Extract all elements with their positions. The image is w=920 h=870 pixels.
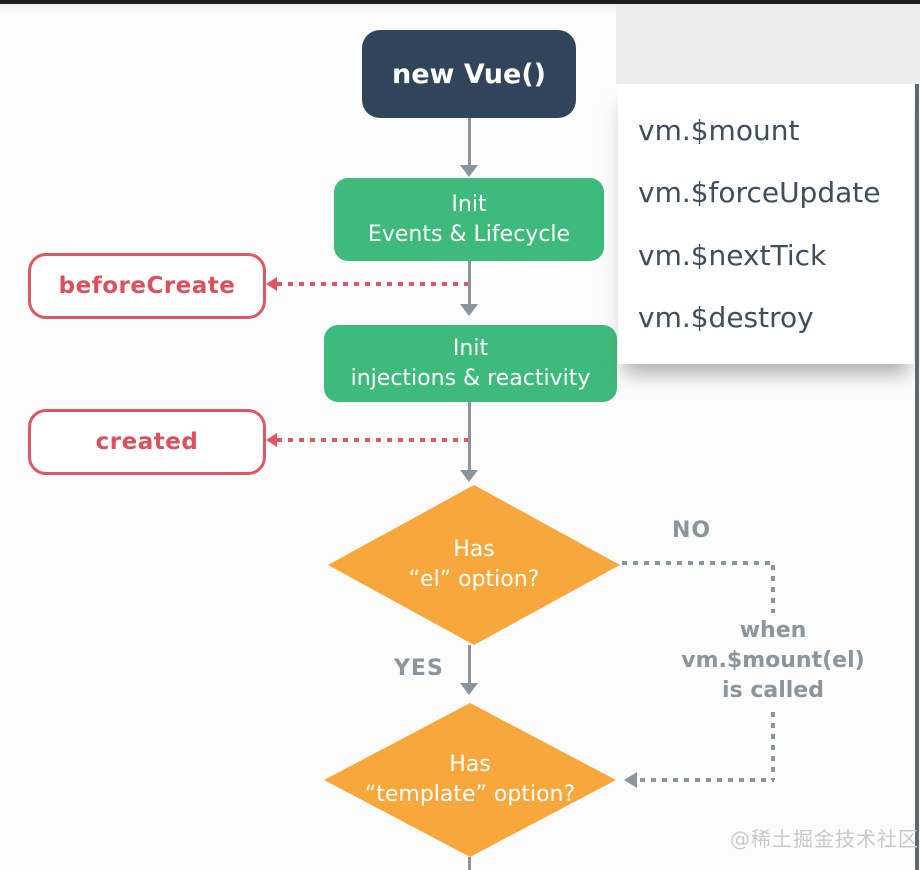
init-injections-line1: Init [452,335,489,361]
init-injections-node: Init injections & reactivity [324,325,617,402]
has-el-line1: Has [453,537,495,562]
has-template-line2: “template” option? [364,782,576,807]
dotted-no-path-horizontal [622,561,774,565]
has-template-decision: Has “template” option? [324,703,616,857]
init-events-line2: Events & Lifecycle [367,221,571,247]
new-vue-label: new Vue() [391,58,547,90]
arrow-down-icon [460,470,478,482]
arrow-line-2 [468,261,471,306]
init-injections-line2: injections & reactivity [350,365,591,391]
before-create-hook: beforeCreate [28,253,266,319]
has-el-decision: Has “el” option? [328,485,620,645]
api-method-mount: vm.$mount [638,113,800,147]
has-template-line1: Has [449,752,491,777]
dotted-connector-before-create [277,282,468,286]
before-create-label: beforeCreate [58,273,236,299]
api-method-destroy: vm.$destroy [638,301,814,335]
watermark-text: @稀土掘金技术社区 [730,827,919,851]
api-method-next-tick: vm.$nextTick [638,238,827,272]
arrow-line-1 [468,118,471,165]
dotted-no-path-vertical-1 [771,565,775,613]
arrow-left-gray-icon [624,772,637,788]
init-events-line1: Init [451,191,487,217]
no-branch-label: NO [672,518,712,543]
api-method-panel: vm.$mount vm.$forceUpdate vm.$nextTick v… [618,84,914,364]
when-line2: vm.$mount(el) [681,648,865,673]
yes-branch-label: YES [394,656,444,681]
new-vue-node: new Vue() [362,30,576,118]
arrow-down-icon [460,165,478,177]
arrow-down-icon [460,304,478,316]
arrow-left-red-icon [266,277,277,291]
right-border-line [915,84,919,870]
dotted-no-path-vertical-2 [771,712,775,780]
panel-background-area [616,4,920,84]
when-mount-annotation: when vm.$mount(el) is called [656,616,890,706]
api-method-force-update: vm.$forceUpdate [638,176,881,210]
arrow-line-5 [468,857,471,870]
arrow-left-red-icon [266,433,277,447]
arrow-down-icon [460,683,478,695]
has-el-line2: “el” option? [408,567,540,592]
when-line3: is called [722,678,824,703]
when-line1: when [739,618,807,643]
created-label: created [95,429,199,455]
arrow-line-4 [468,645,471,685]
dotted-connector-created [277,438,468,442]
dotted-no-path-return [640,778,774,782]
top-border-line [0,0,920,4]
created-hook: created [28,409,266,475]
arrow-line-3 [468,402,471,472]
init-events-node: Init Events & Lifecycle [334,178,604,261]
